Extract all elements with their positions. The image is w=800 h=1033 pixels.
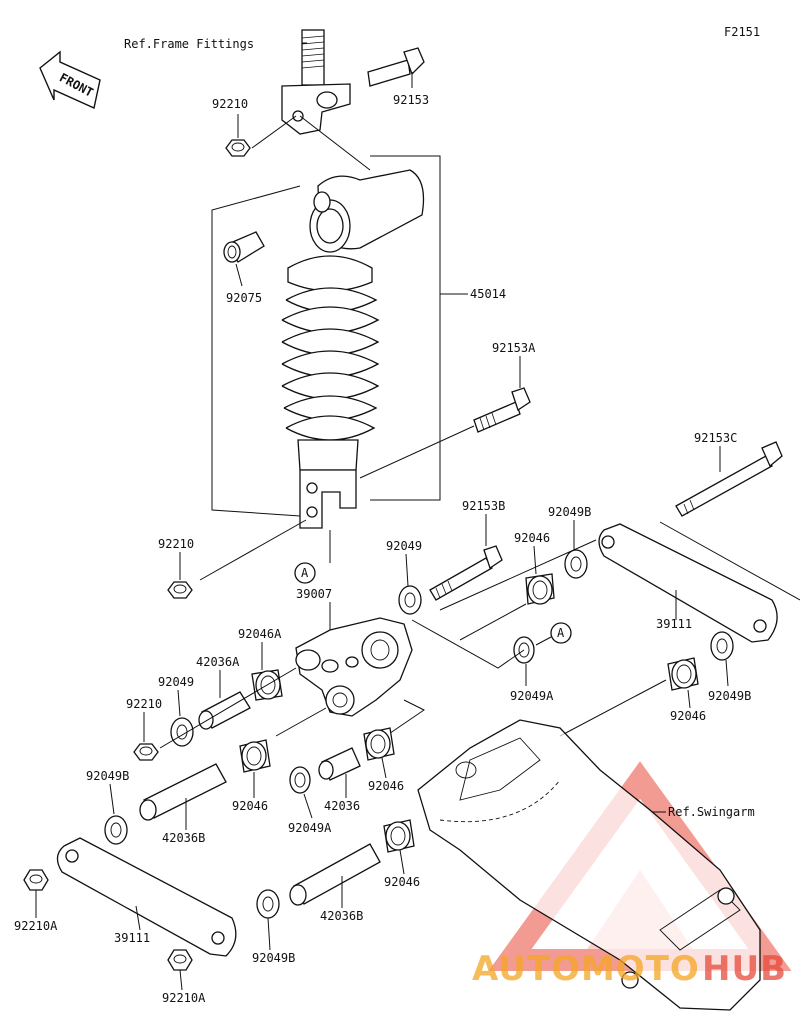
bearing-92046-mid1	[239, 739, 271, 773]
label-42036: 42036	[324, 799, 360, 813]
bearing-92046-low	[383, 819, 415, 853]
washer-92049B-right	[710, 631, 734, 661]
label-42036A: 42036A	[196, 655, 240, 669]
collar-42036B-left	[139, 763, 227, 821]
label-92049A-mid: 92049A	[510, 689, 554, 703]
nut-92210-mid	[167, 581, 193, 599]
label-92153: 92153	[393, 93, 429, 107]
washer-92049A-low	[289, 766, 311, 794]
svg-text:A: A	[557, 626, 565, 640]
shock-absorber	[281, 169, 425, 529]
label-92210-left: 92210	[126, 697, 162, 711]
label-39007: 39007	[296, 587, 332, 601]
ref-swingarm-label: Ref.Swingarm	[668, 805, 755, 819]
nut-92210-top	[225, 139, 251, 157]
label-92049B-low: 92049B	[252, 951, 295, 965]
nut-92210A-low	[167, 949, 193, 971]
label-92046-mid2: 92046	[368, 779, 404, 793]
bearing-92046-top	[525, 573, 555, 605]
ref-frame-label: Ref.Frame Fittings	[124, 37, 254, 51]
label-92210A-low: 92210A	[162, 991, 206, 1005]
label-39111-left: 39111	[114, 931, 150, 945]
label-42036B-left: 42036B	[162, 831, 205, 845]
svg-text:HUB: HUB	[702, 949, 787, 989]
link-rod-39111-right	[598, 523, 778, 643]
label-92075: 92075	[226, 291, 262, 305]
label-92046A: 92046A	[238, 627, 282, 641]
label-92049A-low: 92049A	[288, 821, 332, 835]
label-92046-low: 92046	[384, 875, 420, 889]
label-92153A: 92153A	[492, 341, 536, 355]
label-92049B-left: 92049B	[86, 769, 129, 783]
group-bracket-45014	[211, 115, 468, 517]
swingarm	[417, 719, 761, 1011]
frame-bracket	[281, 29, 351, 135]
washer-92049-left	[170, 717, 194, 747]
leader-lines	[35, 42, 729, 991]
washer-92049B-low	[256, 889, 280, 919]
bearing-92046-right	[667, 657, 699, 691]
label-92210A-left: 92210A	[14, 919, 58, 933]
bearing-92046-mid2	[363, 727, 395, 761]
bolt-92153B	[429, 545, 503, 601]
bolt-92153C	[675, 441, 783, 517]
nut-92210A-left	[23, 869, 49, 891]
callout-A-mid: A	[535, 622, 572, 646]
washer-92049B-left	[104, 815, 128, 845]
diagram-code: F2151	[724, 25, 760, 39]
label-92046-right: 92046	[670, 709, 706, 723]
label-92153C: 92153C	[694, 431, 737, 445]
rocker-arm-39007	[295, 617, 413, 717]
label-92153B: 92153B	[462, 499, 505, 513]
collar-92075	[223, 231, 265, 263]
collar-42036B-low	[289, 843, 381, 906]
label-92049B-top: 92049B	[548, 505, 591, 519]
label-92049B-right: 92049B	[708, 689, 751, 703]
label-42036B-low: 42036B	[320, 909, 363, 923]
nut-92210-left	[133, 743, 159, 761]
label-39111-right: 39111	[656, 617, 692, 631]
label-92049-left: 92049	[158, 675, 194, 689]
label-45014: 45014	[470, 287, 506, 301]
bolt-92153	[367, 47, 425, 87]
label-92046-top: 92046	[514, 531, 550, 545]
label-92049: 92049	[386, 539, 422, 553]
svg-text:A: A	[301, 566, 309, 580]
svg-text:AUTOMOTO: AUTOMOTO	[472, 949, 700, 989]
watermark-text: AUTOMOTO HUB	[472, 949, 787, 989]
washer-92049B-top	[564, 549, 588, 579]
label-92046-mid1: 92046	[232, 799, 268, 813]
front-arrow-icon: FRONT	[39, 50, 101, 109]
collar-42036A	[198, 691, 251, 730]
link-rod-39111-left	[56, 837, 237, 957]
collar-42036	[318, 747, 361, 781]
callout-A-top: A	[294, 530, 331, 584]
washer-92049	[398, 585, 422, 615]
label-92210-mid: 92210	[158, 537, 194, 551]
bolt-92153A	[473, 387, 531, 433]
label-92210-top: 92210	[212, 97, 248, 111]
